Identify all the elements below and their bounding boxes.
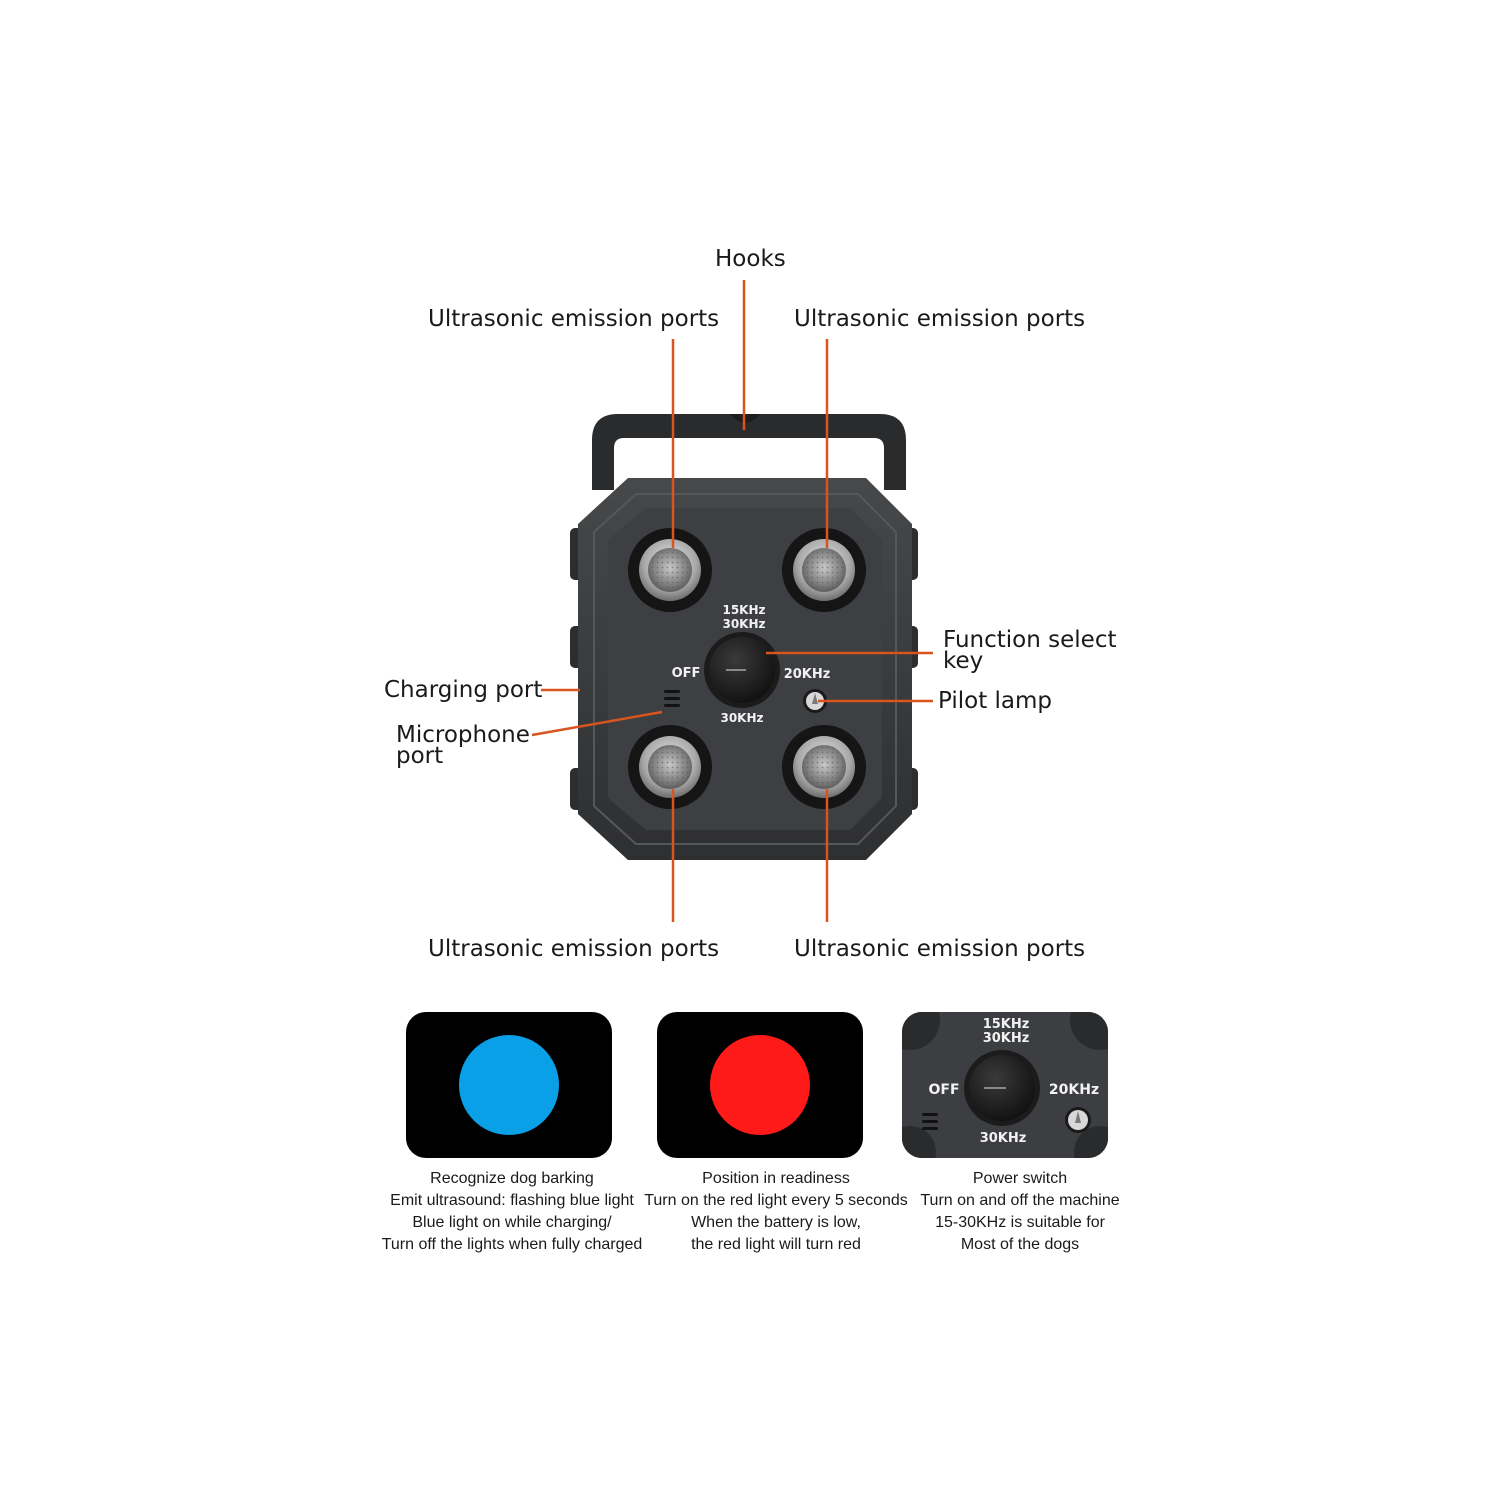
closeup-dial-20khz: 20KHz	[1049, 1082, 1099, 1098]
blue-light-icon	[459, 1035, 559, 1135]
label-port-top-left: Ultrasonic emission ports	[428, 306, 720, 332]
caption-line: Turn off the lights when fully charged	[381, 1236, 643, 1253]
power-switch-panel: 15KHz 30KHz OFF 20KHz 30KHz	[902, 1012, 1108, 1158]
caption-line: the red light will turn red	[691, 1236, 861, 1253]
caption-line: Blue light on while charging/	[412, 1214, 612, 1231]
label-hooks: Hooks	[715, 246, 786, 272]
closeup-dial-top-1: 15KHz	[983, 1017, 1030, 1032]
caption-line: Position in readiness	[702, 1170, 850, 1187]
emission-port-bottom-left	[628, 725, 712, 809]
caption-blue-light: Recognize dog barking Emit ultrasound: f…	[362, 1168, 662, 1256]
caption-power-switch: Power switch Turn on and off the machine…	[870, 1168, 1170, 1256]
power-switch-closeup: 15KHz 30KHz OFF 20KHz 30KHz	[902, 1012, 1108, 1158]
dial-label-off: OFF	[672, 666, 701, 681]
label-port-bottom-left: Ultrasonic emission ports	[428, 936, 720, 962]
red-light-icon	[710, 1035, 810, 1135]
closeup-dial-bottom: 30KHz	[980, 1131, 1027, 1146]
pilot-lamp-icon	[803, 689, 827, 713]
dial-label-bottom: 30KHz	[720, 711, 763, 725]
caption-line: Turn on the red light every 5 seconds	[644, 1192, 908, 1209]
blue-light-panel	[406, 1012, 612, 1158]
emission-port-top-right	[782, 528, 866, 612]
closeup-pilot-lamp-icon	[1065, 1107, 1091, 1133]
dial-label-20khz: 20KHz	[784, 667, 831, 682]
caption-line: 15-30KHz is suitable for	[935, 1214, 1105, 1231]
label-port-bottom-right: Ultrasonic emission ports	[794, 936, 1086, 962]
device-diagram: 15KHz 30KHz OFF 20KHz 30KHz	[531, 280, 933, 922]
red-light-panel	[657, 1012, 863, 1158]
caption-red-light: Position in readiness Turn on the red li…	[626, 1168, 926, 1256]
label-function-select-key: Function select key	[943, 627, 1117, 674]
closeup-microphone-icon	[922, 1113, 938, 1130]
function-select-knob	[704, 632, 780, 708]
closeup-dial-off: OFF	[928, 1082, 959, 1098]
label-charging-port: Charging port	[384, 677, 543, 703]
label-pilot-lamp: Pilot lamp	[938, 688, 1053, 714]
dial-label-top-1: 15KHz	[722, 603, 765, 617]
dial-label-top-2: 30KHz	[722, 617, 765, 631]
caption-line: Power switch	[972, 1170, 1068, 1187]
label-port-top-right: Ultrasonic emission ports	[794, 306, 1086, 332]
closeup-dial-top-2: 30KHz	[983, 1031, 1030, 1046]
caption-line: When the battery is low,	[691, 1214, 861, 1231]
emission-port-top-left	[628, 528, 712, 612]
caption-line: Most of the dogs	[960, 1236, 1080, 1253]
microphone-grille-icon	[664, 690, 680, 707]
caption-line: Recognize dog barking	[430, 1170, 594, 1187]
caption-line: Emit ultrasound: flashing blue light	[390, 1192, 634, 1209]
leader-lines	[531, 280, 933, 922]
caption-line: Turn on and off the machine	[920, 1192, 1120, 1209]
emission-port-bottom-right	[782, 725, 866, 809]
label-microphone-port: Microphone port	[396, 722, 530, 769]
